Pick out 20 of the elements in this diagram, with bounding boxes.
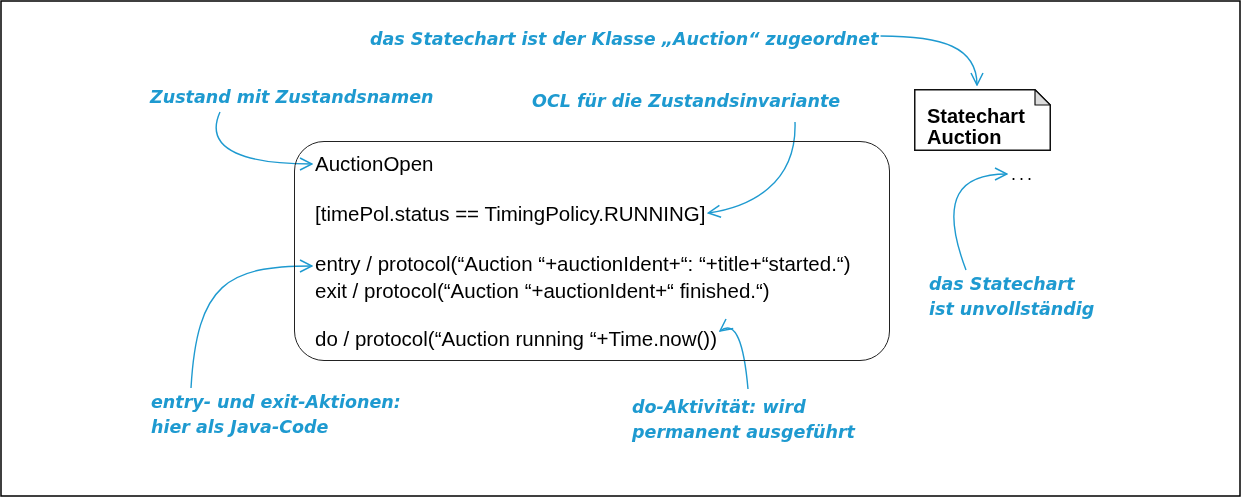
annotation-text: entry- und exit-Aktionen: hier als Java-Code (151, 390, 401, 440)
annotation-arrow (953, 167, 1008, 271)
annotation-text: Zustand mit Zustandsnamen (150, 85, 434, 110)
annotation-text: OCL für die Zustandsinvariante (532, 89, 841, 114)
annotation-text: das Statechart ist unvollständig (929, 272, 1095, 322)
note-title: Statechart Auction (927, 106, 1025, 148)
annotation-arrow (707, 121, 796, 218)
do-activity: do / protocol(“Auction running “+Time.now()) (315, 327, 717, 351)
guard-condition: [timePol.status == TimingPolicy.RUNNING] (315, 202, 706, 226)
state-box (294, 141, 890, 361)
annotation-arrow (190, 259, 313, 389)
exit-action: exit / protocol(“Auction “+auctionIdent+“ finished.“) (315, 279, 770, 303)
annotation-text: das Statechart ist der Klasse „Auction“ zugeordnet (370, 27, 879, 52)
entry-action: entry / protocol(“Auction “+auctionIdent+“: “+title+“started.“) (315, 252, 851, 276)
annotation-arrow (879, 35, 983, 86)
annotation-arrow (215, 111, 313, 171)
annotation-arrow (719, 319, 749, 390)
annotation-text: do-Aktivität: wird permanent ausgeführt (632, 395, 855, 445)
state-name: AuctionOpen (315, 152, 434, 176)
ellipsis-text: ... (1011, 163, 1035, 185)
